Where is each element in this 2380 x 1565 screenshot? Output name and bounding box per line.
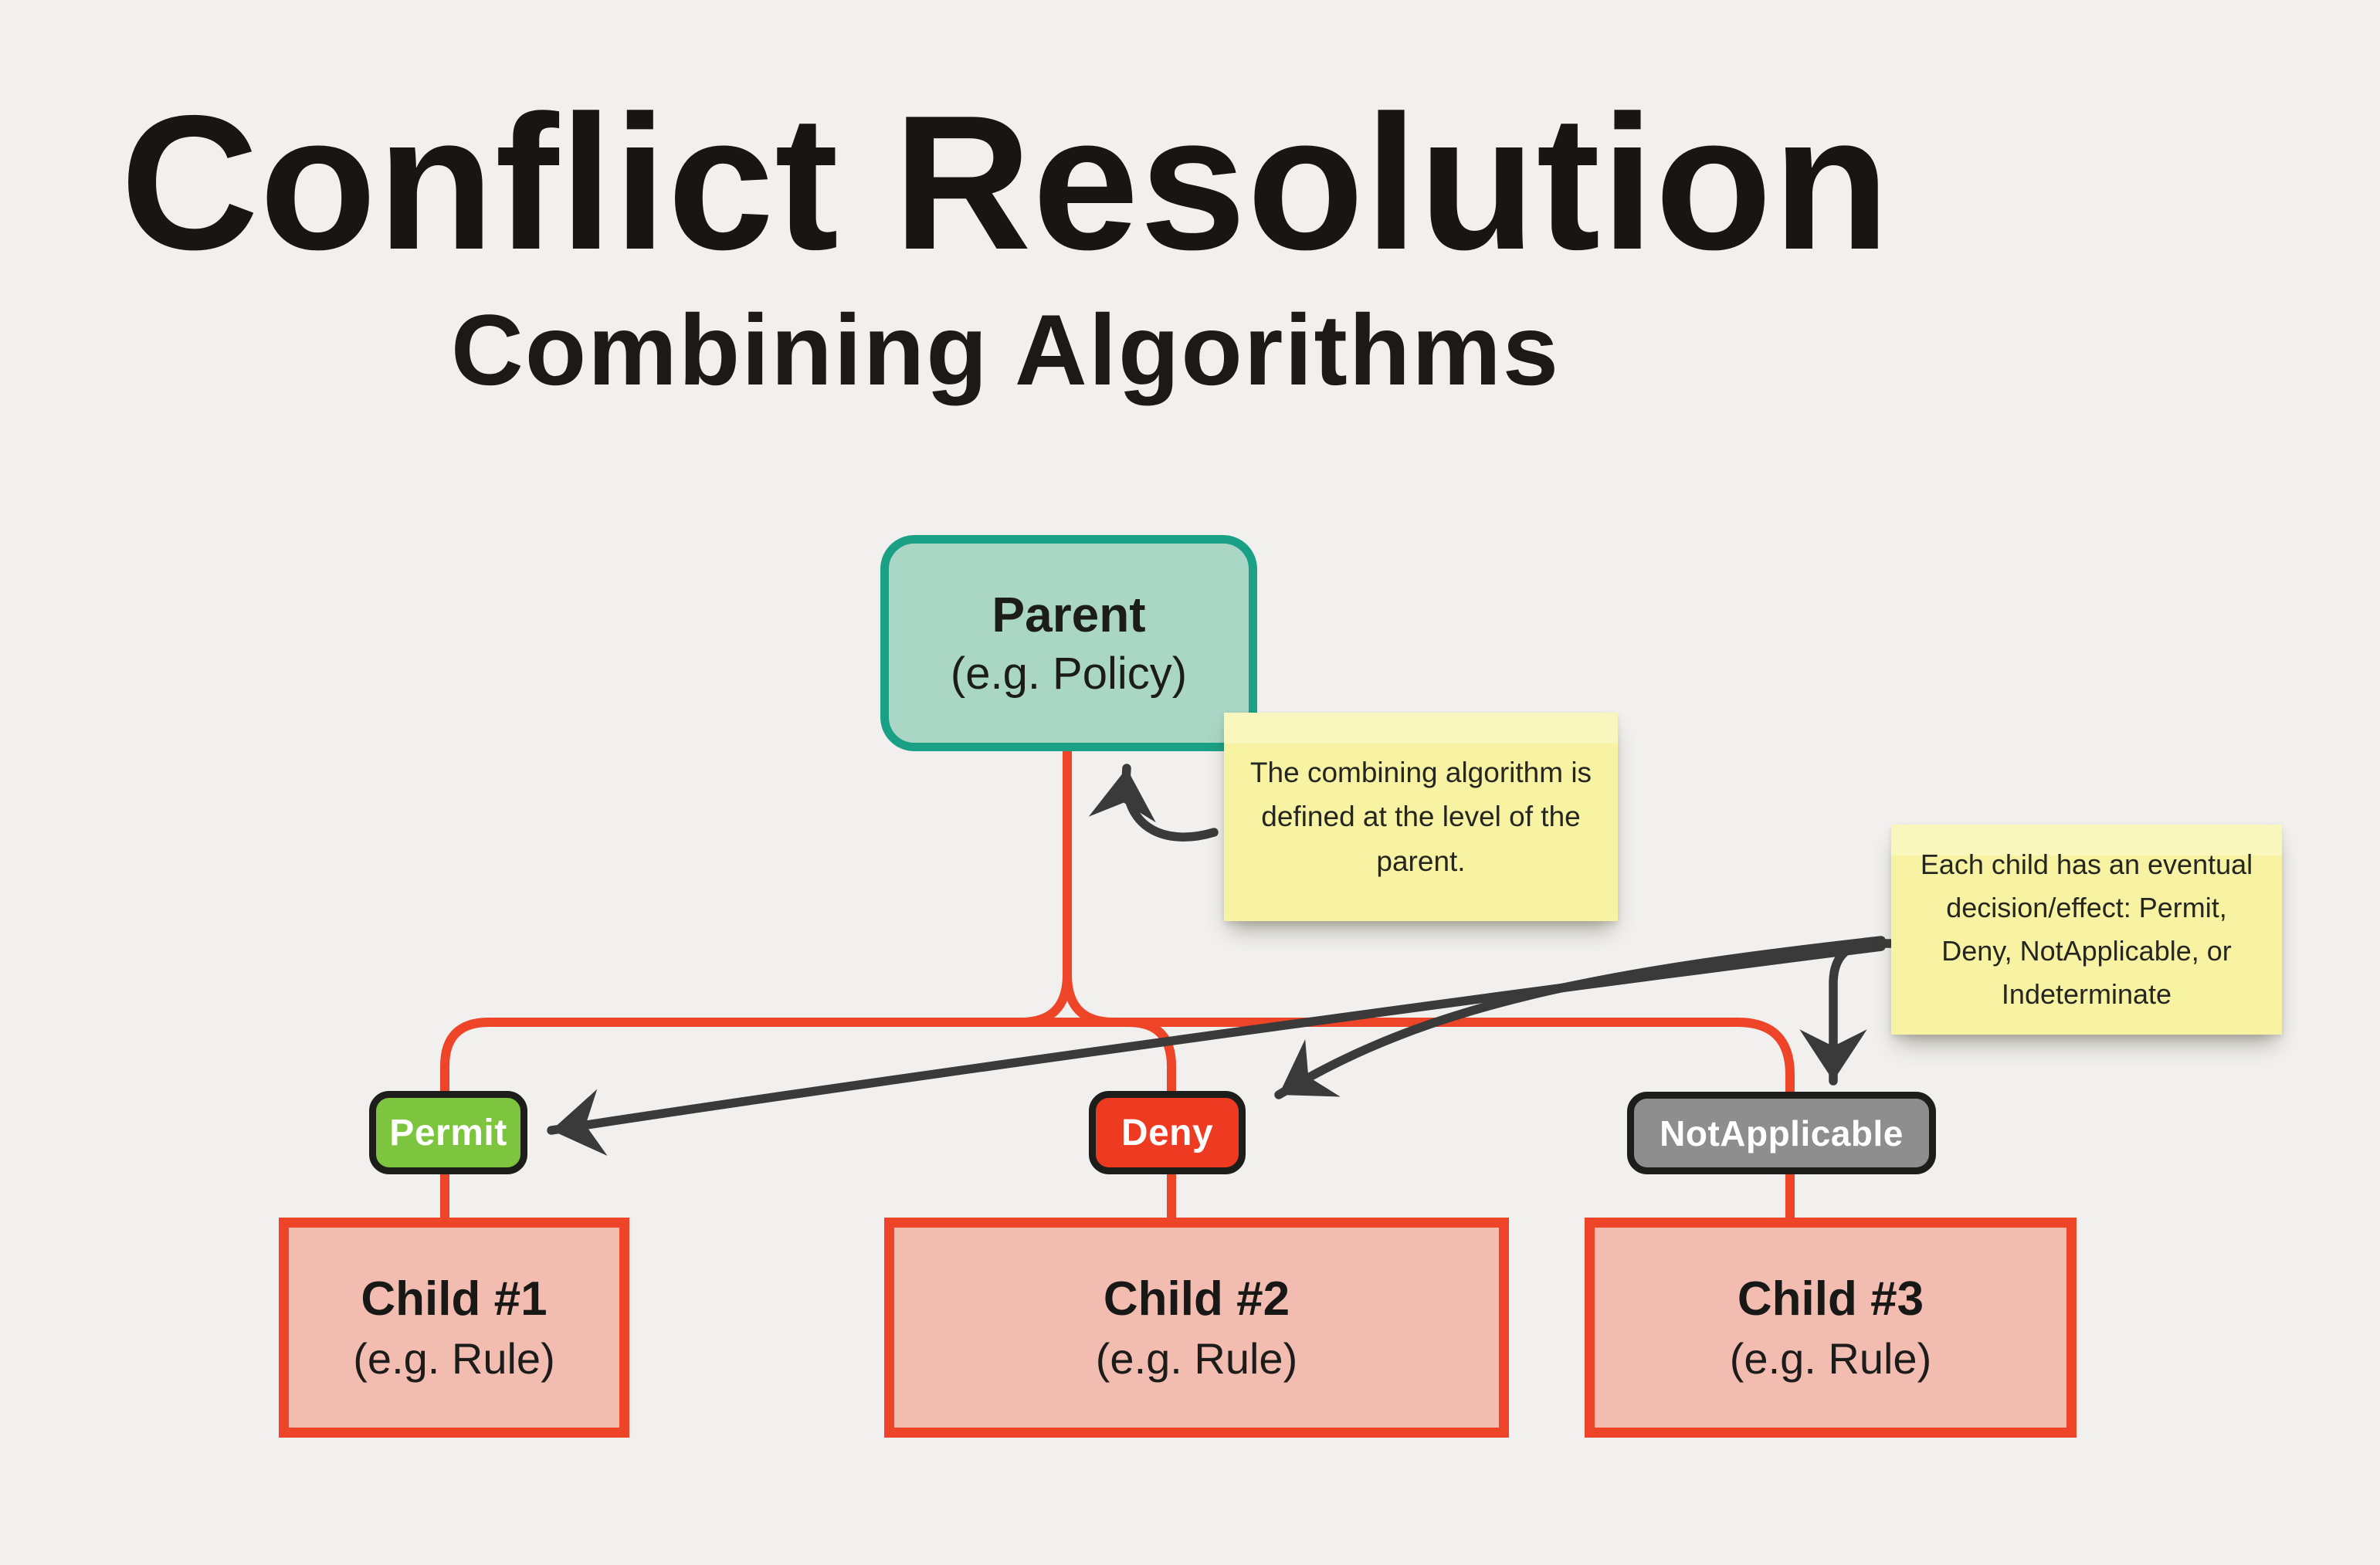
badge-deny-label: Deny (1120, 1112, 1214, 1153)
sticky-note-children-text: Each child has an eventual decision/effe… (1920, 849, 2253, 1010)
badge-permit-label: Permit (389, 1112, 507, 1153)
child-1-subtitle: (e.g. Rule) (353, 1333, 555, 1383)
child-3-subtitle: (e.g. Rule) (1729, 1333, 1932, 1383)
arrow-note-to-deny (1274, 936, 1886, 1099)
child-2-title: Child #2 (1103, 1272, 1290, 1326)
page-title: Conflict Resolution (120, 75, 1891, 290)
sticky-note-children: Each child has an eventual decision/effe… (1891, 825, 2282, 1035)
child-node-2: Child #2 (e.g. Rule) (884, 1218, 1509, 1438)
arrow-note-to-parent (1088, 764, 1219, 842)
parent-node: Parent (e.g. Policy) (880, 535, 1257, 751)
child-2-subtitle: (e.g. Rule) (1095, 1333, 1298, 1383)
arrow-note-to-permit (547, 942, 1886, 1157)
child-1-title: Child #1 (361, 1272, 548, 1326)
badge-notapplicable-label: NotApplicable (1660, 1113, 1904, 1153)
parent-subtitle: (e.g. Policy) (950, 649, 1188, 699)
arrow-note-to-notapplicable (1799, 939, 1896, 1086)
child-node-3: Child #3 (e.g. Rule) (1585, 1218, 2077, 1438)
child-node-1: Child #1 (e.g. Rule) (279, 1218, 629, 1438)
connector-branch-deny (1127, 1018, 1176, 1218)
page-subtitle: Combining Algorithms (450, 293, 1561, 406)
connector-branch-notapplicable (1737, 1018, 1795, 1218)
child-3-title: Child #3 (1737, 1272, 1924, 1326)
red-tree-connectors (440, 749, 1795, 1218)
annotation-arrows (547, 764, 1896, 1157)
connector-trunk-flare-right (1063, 974, 1114, 1027)
badge-deny: Deny (1089, 1091, 1246, 1174)
sticky-note-parent: The combining algorithm is defined at th… (1224, 713, 1618, 921)
connector-trunk-flare-left (1020, 974, 1072, 1027)
badge-permit: Permit (369, 1091, 527, 1174)
sticky-note-parent-text: The combining algorithm is defined at th… (1249, 756, 1592, 877)
badge-notapplicable: NotApplicable (1627, 1092, 1936, 1174)
connector-branch-permit (440, 1018, 490, 1218)
parent-title: Parent (992, 587, 1146, 642)
